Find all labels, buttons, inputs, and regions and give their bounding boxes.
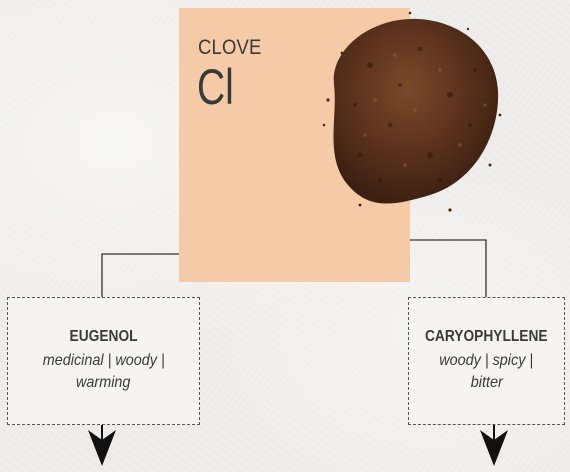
compound-notes-line: woody | spicy | [440,350,534,372]
down-arrow-icon [88,425,116,466]
compound-node-eugenol: EUGENOL medicinal | woody | warming [7,297,200,425]
compound-notes-line: medicinal | woody | [43,350,165,372]
compound-notes-line: bitter [470,372,502,394]
compound-title: CARYOPHYLLENE [425,328,548,346]
down-arrow-icon [480,425,508,466]
compound-notes-line: warming [76,372,130,394]
connector-left [102,254,179,297]
compound-node-caryophyllene: CARYOPHYLLENE woody | spicy | bitter [408,297,565,425]
compound-title: EUGENOL [69,328,137,346]
connector-right [410,240,486,297]
